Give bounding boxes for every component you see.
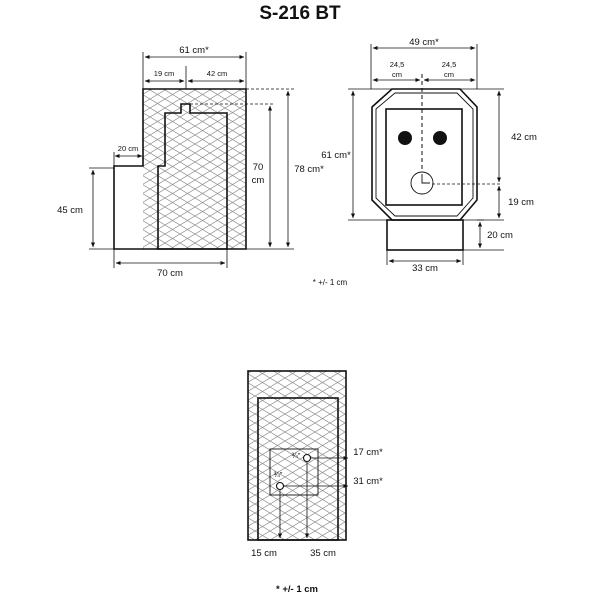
rear-pipe-upper-size: ¾": [292, 451, 301, 460]
side-body-height-label-2: cm: [252, 175, 265, 186]
side-base-width-label: 70 cm: [157, 268, 183, 279]
front-half-left-label-1: 24,5: [390, 60, 405, 69]
front-stone-window: [385, 108, 463, 206]
rear-view: ¾" ¾" 17 cm* 31 cm* 15 cm 35 cm: [247, 370, 383, 559]
rear-connection-box: [269, 448, 319, 496]
front-width-label: 49 cm*: [409, 37, 439, 48]
front-body-inner: [375, 92, 474, 217]
rear-outline: [247, 370, 347, 541]
front-upper-height-label: 42 cm: [511, 132, 537, 143]
tolerance-note-bottom: * +/- 1 cm: [276, 584, 318, 595]
page-title: S-216 BT: [259, 3, 341, 24]
front-half-left-label-2: cm: [392, 70, 402, 79]
front-base: [386, 219, 464, 251]
side-stone-mesh: [143, 89, 246, 249]
side-body-height-label-1: 70: [253, 162, 264, 173]
tolerance-note-top: * +/- 1 cm: [313, 278, 348, 287]
front-base-height-label: 20 cm: [487, 230, 513, 241]
rear-pipe-upper-height-label: 17 cm*: [353, 447, 383, 458]
rear-pipe-upper: [302, 453, 312, 463]
side-view: 61 cm* 19 cm 42 cm 20 cm 45 cm 70 cm 70 …: [57, 45, 324, 279]
front-left-hole: [398, 131, 412, 145]
front-half-right-label-2: cm: [444, 70, 454, 79]
side-total-width-label: 61 cm*: [179, 45, 209, 56]
side-low-height-label: 45 cm: [57, 205, 83, 216]
front-base-width-label: 33 cm: [412, 263, 438, 274]
side-rear-width-label: 19 cm: [154, 69, 174, 78]
rear-pipe-lower-size: ¾": [274, 470, 283, 479]
front-view: 49 cm* 24,5 cm 24,5 cm 61 cm* 42 cm 19 c…: [321, 37, 537, 274]
side-step-width-label: 20 cm: [118, 144, 138, 153]
clock-icon: [410, 171, 434, 195]
rear-stone-mesh: [248, 371, 346, 540]
side-total-height-label: 78 cm*: [294, 164, 324, 175]
rear-pipe-right-offset-label: 35 cm: [310, 548, 336, 559]
front-height-label: 61 cm*: [321, 150, 351, 161]
rear-pipe-lower-height-label: 31 cm*: [353, 476, 383, 487]
side-front-width-label: 42 cm: [207, 69, 227, 78]
front-lower-height-label: 19 cm: [508, 197, 534, 208]
front-half-right-label-1: 24,5: [442, 60, 457, 69]
front-right-hole: [433, 131, 447, 145]
rear-pipe-left-offset-label: 15 cm: [251, 548, 277, 559]
rear-pipe-lower: [275, 481, 285, 491]
